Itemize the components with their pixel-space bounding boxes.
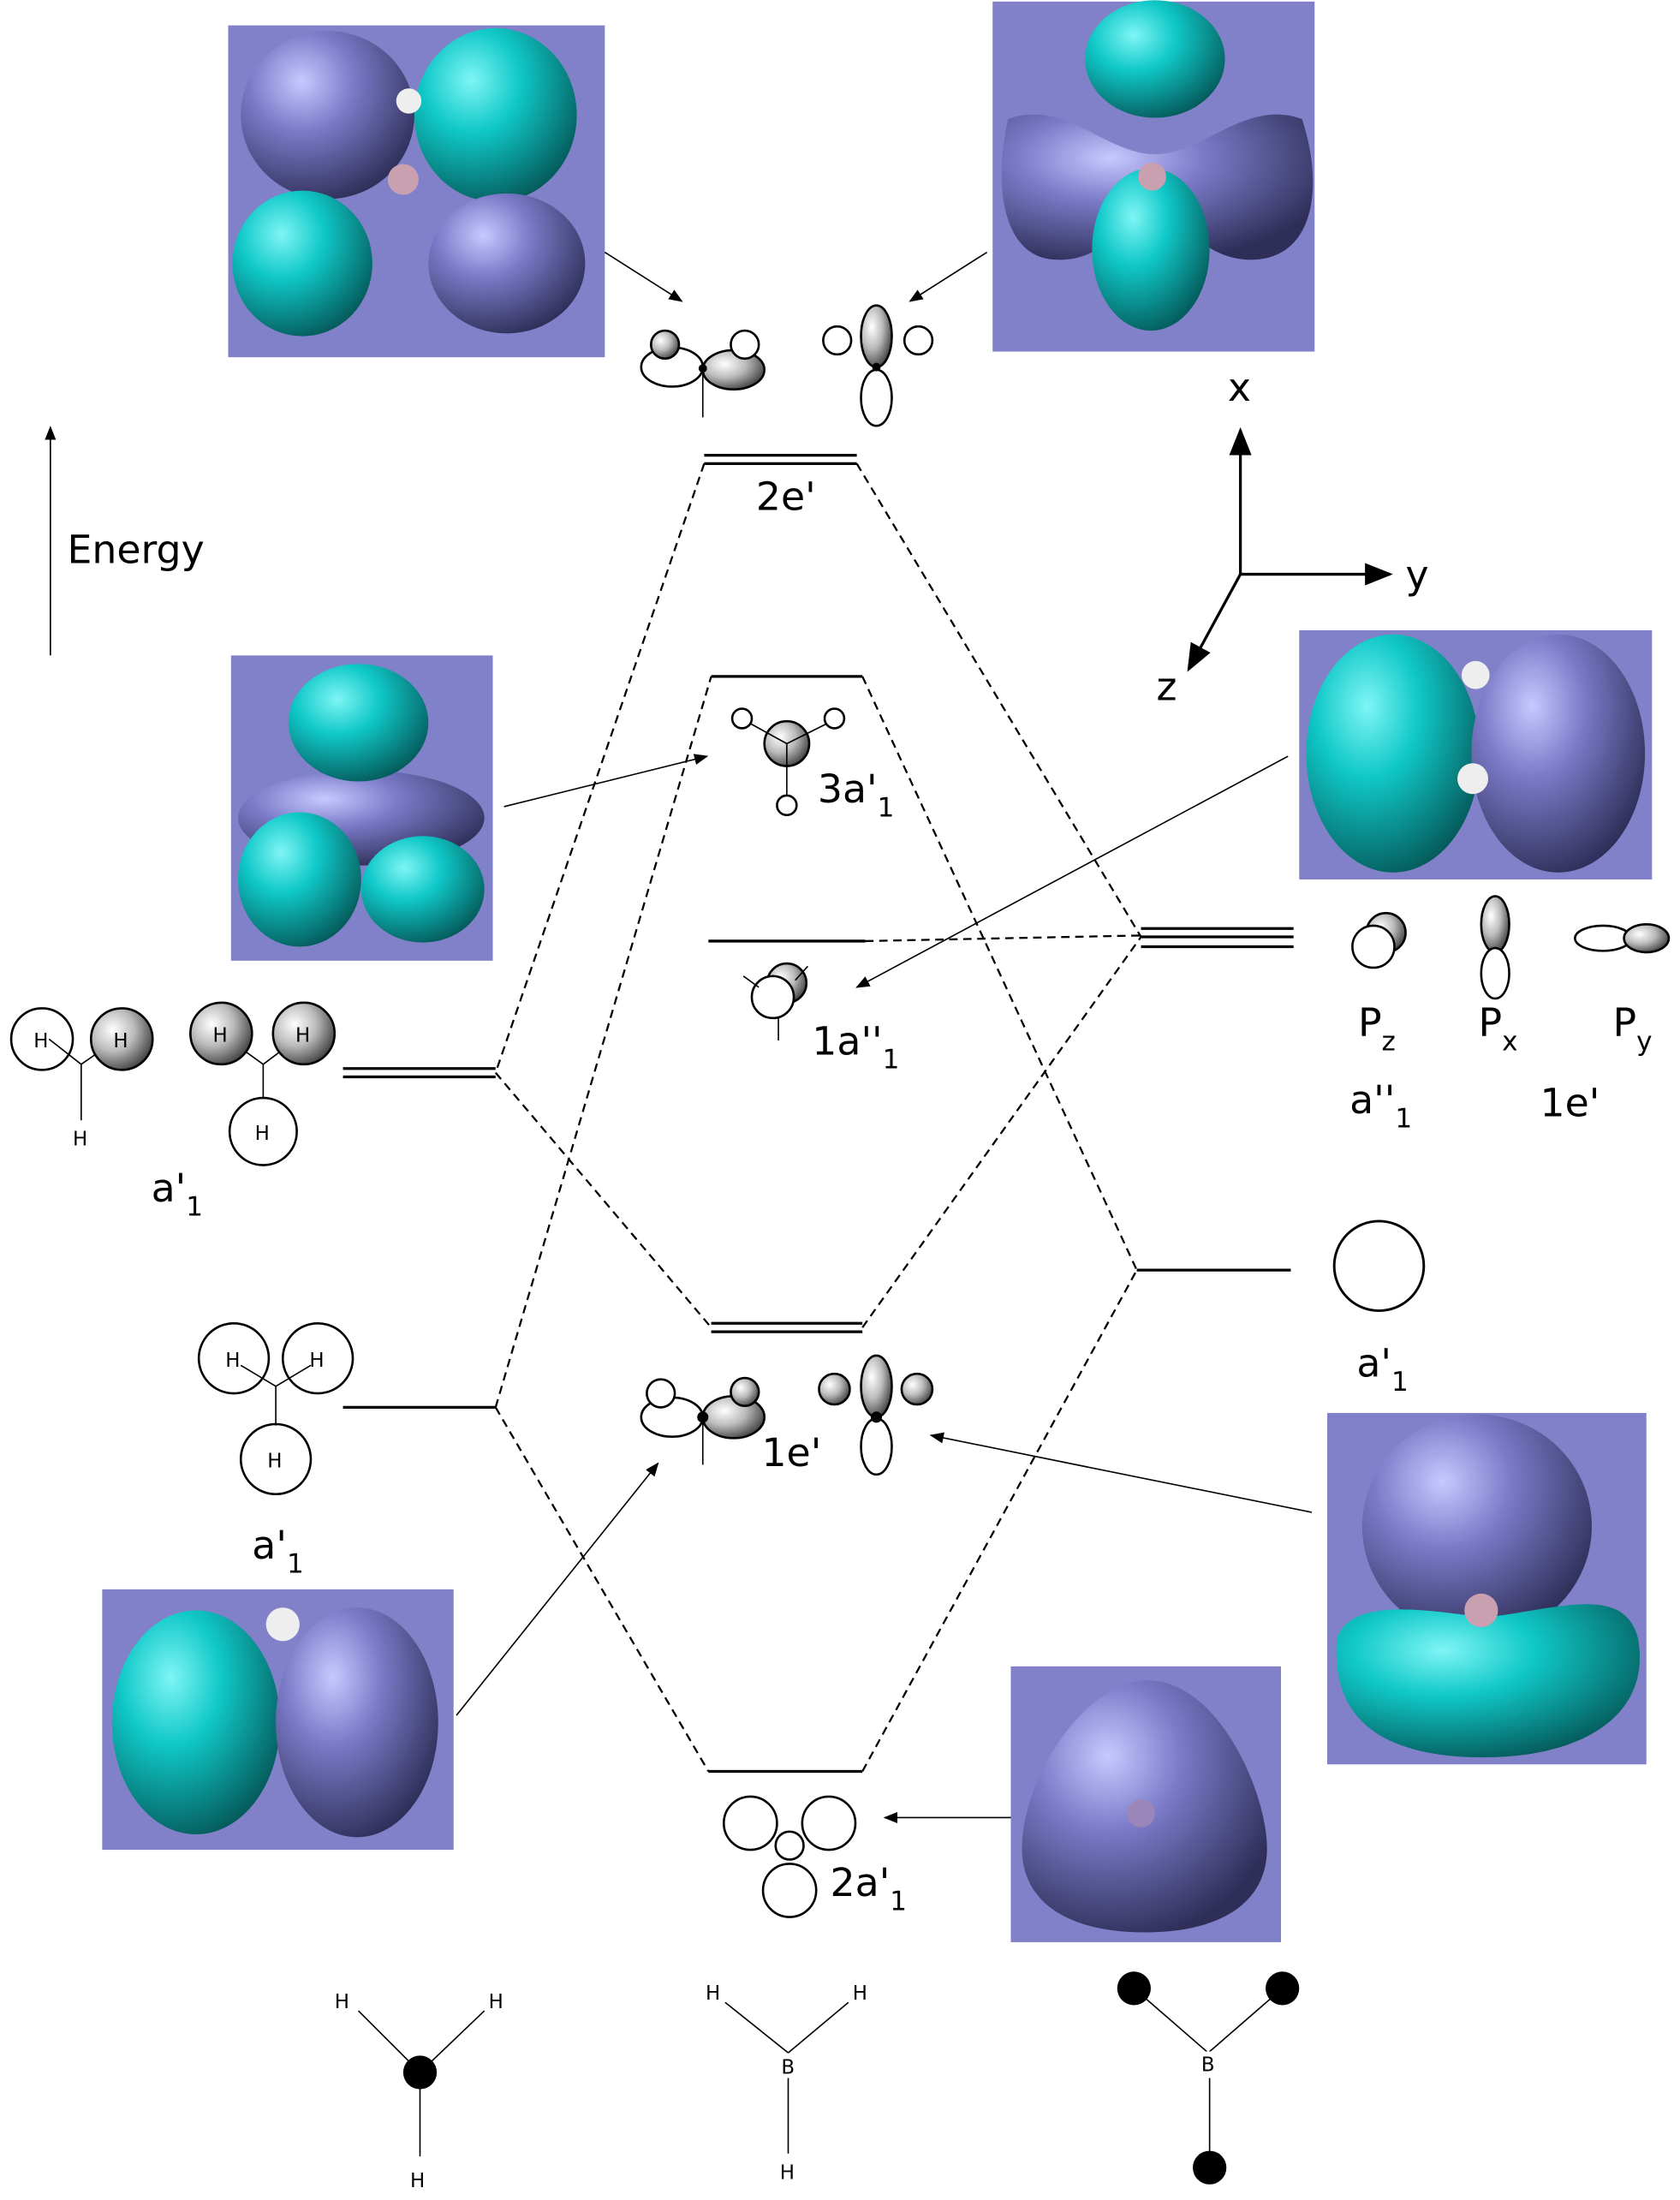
mo-sketch-1e-a bbox=[640, 1376, 766, 1465]
svg-text:H: H bbox=[410, 2170, 425, 2192]
pz-label: Pz bbox=[1358, 1000, 1396, 1057]
h3-a1-fragment: H H H a'1 bbox=[197, 1321, 354, 1579]
svg-text:H: H bbox=[33, 1030, 48, 1052]
a1pp-label: a''1 bbox=[1349, 1077, 1412, 1134]
h3-e-fragment: H H H H H H a'1 bbox=[9, 1001, 337, 1222]
px-label: Px bbox=[1479, 1000, 1518, 1057]
level-label-3a1: 3a'1 bbox=[818, 766, 895, 823]
svg-text:a'1: a'1 bbox=[1356, 1340, 1408, 1397]
h3-e-label: a'1 bbox=[152, 1166, 203, 1222]
energy-label: Energy bbox=[67, 527, 204, 572]
svg-text:H: H bbox=[335, 1991, 349, 2013]
level-label-2a1: 2a'1 bbox=[831, 1860, 908, 1917]
surface-1e-a bbox=[102, 1589, 454, 1851]
surface-2e-b bbox=[992, 0, 1315, 352]
correlation-lines bbox=[494, 462, 1142, 1773]
pointer-arrows bbox=[456, 251, 1313, 1823]
svg-text:H: H bbox=[295, 1025, 310, 1047]
level-label-1a1pp: 1a''1 bbox=[812, 1018, 899, 1075]
svg-text:H: H bbox=[853, 1982, 867, 2005]
surface-2e-a bbox=[228, 25, 605, 358]
svg-text:B: B bbox=[781, 2057, 795, 2079]
mo-sketch-1e-b bbox=[818, 1354, 934, 1476]
surface-1e-b bbox=[1326, 1412, 1647, 1765]
structure-bh3: B H H H bbox=[706, 1982, 867, 2184]
axis-x-label: x bbox=[1228, 365, 1251, 410]
boron-s-orbital: a'1 bbox=[1332, 1219, 1426, 1398]
mo-sketch-1a1pp bbox=[742, 962, 809, 1041]
h3-a1-label: a'1 bbox=[252, 1523, 303, 1579]
surface-1a1pp bbox=[1299, 629, 1653, 879]
svg-text:H: H bbox=[255, 1123, 270, 1145]
svg-text:H: H bbox=[267, 1451, 282, 1473]
axis-y-label: y bbox=[1406, 552, 1429, 598]
mo-sketch-2e-b bbox=[822, 304, 934, 427]
svg-text:H: H bbox=[225, 1350, 240, 1372]
boron-p-orbitals: Pz Px Py a''1 1e' bbox=[1349, 895, 1671, 1134]
e-label: 1e' bbox=[1540, 1080, 1600, 1125]
svg-text:H: H bbox=[489, 1991, 503, 2013]
py-label: Py bbox=[1613, 1000, 1653, 1057]
svg-text:B: B bbox=[1201, 2054, 1215, 2076]
surface-3a1 bbox=[230, 655, 493, 961]
structure-b-fragment: B bbox=[1117, 1971, 1300, 2185]
axis-z-label: z bbox=[1157, 665, 1177, 710]
mo-sketch-2a1 bbox=[722, 1795, 857, 1918]
svg-text:H: H bbox=[780, 2161, 795, 2184]
svg-text:H: H bbox=[213, 1025, 228, 1047]
surface-2a1 bbox=[1010, 1666, 1282, 1942]
level-label-2e: 2e' bbox=[756, 474, 816, 519]
coordinate-axes: x y z bbox=[1157, 365, 1429, 710]
mo-sketch-2e-a bbox=[640, 329, 766, 418]
svg-text:H: H bbox=[706, 1982, 720, 2005]
energy-levels bbox=[343, 453, 1294, 1774]
mo-sketch-3a1 bbox=[730, 707, 846, 817]
structure-h3: H H H bbox=[335, 1991, 503, 2192]
svg-text:H: H bbox=[113, 1030, 128, 1052]
level-label-1e: 1e' bbox=[761, 1430, 821, 1476]
svg-text:H: H bbox=[309, 1350, 324, 1372]
svg-text:H: H bbox=[73, 1129, 87, 1151]
